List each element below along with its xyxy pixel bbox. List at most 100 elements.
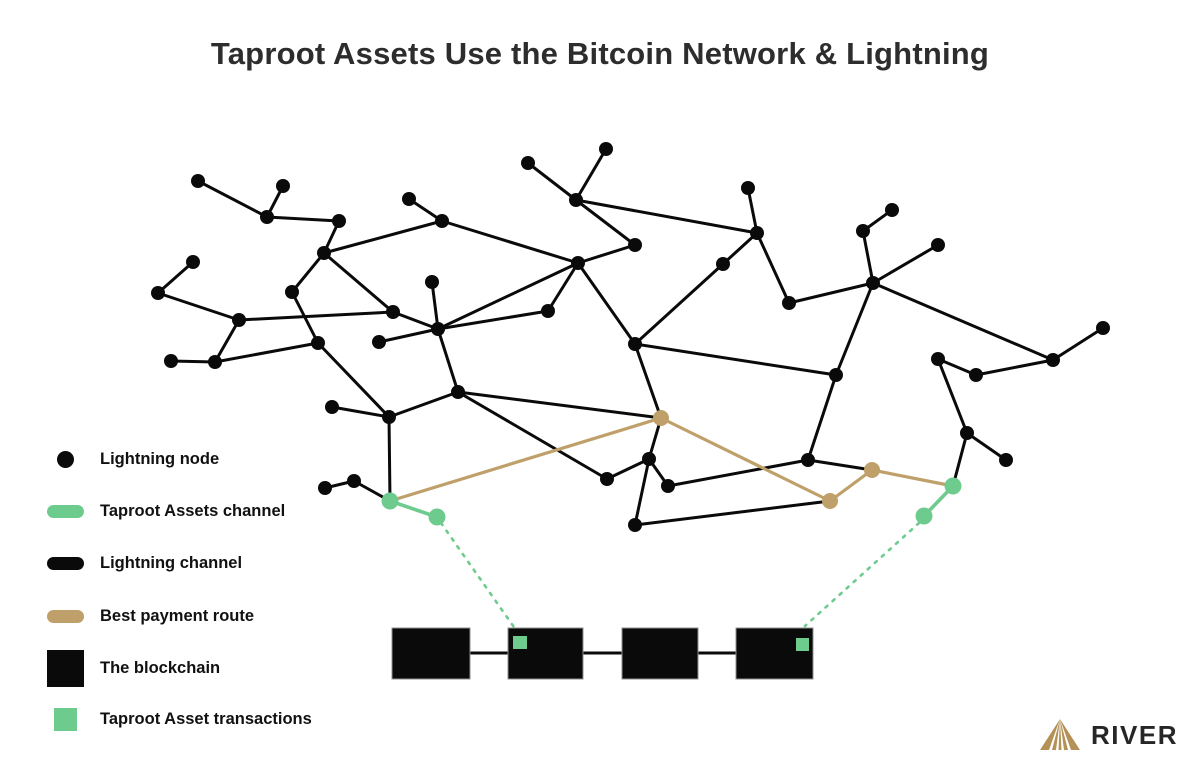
taproot-dashed-link xyxy=(803,521,921,628)
lightning-channel-edge xyxy=(755,231,791,305)
lightning-node xyxy=(402,192,416,206)
lightning-node xyxy=(332,214,346,228)
legend-swatch-bar xyxy=(47,609,84,623)
legend-label: Lightning node xyxy=(100,449,220,468)
lightning-node xyxy=(866,276,880,290)
lightning-channel-edge xyxy=(456,390,663,420)
lightning-channel-edge xyxy=(574,198,637,247)
river-mountain-icon xyxy=(1040,719,1081,750)
lightning-node xyxy=(208,355,222,369)
lightning-channel-edge xyxy=(936,357,969,435)
taproot-transaction-square xyxy=(796,638,809,651)
lightning-node xyxy=(431,322,445,336)
lightning-node xyxy=(960,426,974,440)
lightning-channel-edge xyxy=(156,291,241,322)
lightning-channel-edge xyxy=(633,342,663,420)
lightning-node xyxy=(382,410,396,424)
lightning-channel-edge xyxy=(456,390,609,481)
legend-swatch-smallsquare xyxy=(47,707,84,731)
legend-swatch-bar xyxy=(47,556,84,570)
lightning-node xyxy=(569,193,583,207)
river-logo-text: RIVER xyxy=(1091,719,1178,750)
legend-label: Taproot Asset transactions xyxy=(100,709,312,728)
lightning-channel-edge xyxy=(440,219,580,265)
legend-item: The blockchain xyxy=(47,648,220,688)
lightning-channel-edge xyxy=(974,358,1055,377)
route-node xyxy=(822,493,838,509)
blockchain-block xyxy=(735,627,814,680)
lightning-node xyxy=(856,224,870,238)
lightning-channel-edge xyxy=(576,243,637,265)
lightning-node xyxy=(191,174,205,188)
lightning-node xyxy=(661,479,675,493)
legend-swatch-shape xyxy=(47,556,84,570)
lightning-node xyxy=(642,452,656,466)
legend-label: The blockchain xyxy=(100,658,221,677)
lightning-channel-edge xyxy=(666,458,810,488)
lightning-node xyxy=(829,368,843,382)
lightning-node xyxy=(782,296,796,310)
lightning-node xyxy=(311,336,325,350)
lightning-node xyxy=(260,210,274,224)
route-channel-edge xyxy=(870,468,955,488)
lightning-channel-edge xyxy=(746,186,759,235)
lightning-node xyxy=(969,368,983,382)
legend-label: Best payment route xyxy=(100,606,255,625)
lightning-node xyxy=(541,304,555,318)
lightning-channel-edge xyxy=(574,198,759,235)
lightning-node xyxy=(186,255,200,269)
route-channel-edge xyxy=(388,416,663,503)
blockchain-block xyxy=(507,627,584,680)
lightning-channel-edge xyxy=(806,458,874,472)
lightning-node xyxy=(276,179,290,193)
lightning-node xyxy=(451,385,465,399)
route-node xyxy=(864,462,880,478)
legend-swatch-bigsquare xyxy=(47,649,84,687)
blockchain-block xyxy=(391,627,471,680)
lightning-node xyxy=(716,257,730,271)
lightning-node xyxy=(372,335,386,349)
lightning-channel-edge xyxy=(787,281,875,305)
legend-swatch-shape xyxy=(47,504,84,518)
lightning-node xyxy=(435,214,449,228)
taproot-node xyxy=(381,492,399,510)
lightning-node xyxy=(628,238,642,252)
lightning-node xyxy=(801,453,815,467)
lightning-channel-edge xyxy=(436,327,460,394)
legend-swatch-circle xyxy=(47,450,84,468)
lightning-channel-edge xyxy=(1051,326,1105,362)
legend-item: Taproot Assets channel xyxy=(47,491,285,531)
lightning-node xyxy=(521,156,535,170)
lightning-node xyxy=(347,474,361,488)
lightning-node xyxy=(386,305,400,319)
lightning-node xyxy=(999,453,1013,467)
lightning-node xyxy=(628,518,642,532)
lightning-node xyxy=(151,286,165,300)
legend-item: Taproot Asset transactions xyxy=(47,699,312,739)
lightning-channel-edge xyxy=(576,261,637,346)
taproot-transaction-square xyxy=(513,636,527,649)
lightning-node xyxy=(425,275,439,289)
lightning-channel-edge xyxy=(633,342,838,377)
lightning-channel-edge xyxy=(605,457,651,481)
lightning-channel-edge xyxy=(633,262,725,346)
lightning-node xyxy=(931,238,945,252)
legend-item: Best payment route xyxy=(47,596,254,636)
lightning-node xyxy=(741,181,755,195)
lightning-channel-edge xyxy=(265,215,341,223)
lightning-channel-edge xyxy=(574,147,608,202)
lightning-node xyxy=(164,354,178,368)
lightning-node xyxy=(628,337,642,351)
lightning-channel-edge xyxy=(951,431,969,488)
legend-label: Lightning channel xyxy=(100,553,243,572)
lightning-channel-edge xyxy=(387,415,392,503)
lightning-channel-edge xyxy=(391,310,440,331)
taproot-node xyxy=(428,508,446,526)
lightning-channel-edge xyxy=(330,405,391,419)
taproot-node xyxy=(944,477,962,495)
lightning-channel-edge xyxy=(316,341,391,419)
legend-swatch-shape xyxy=(47,649,84,687)
lightning-channel-edge xyxy=(633,457,651,527)
route-channel-edge xyxy=(659,416,832,503)
lightning-channel-edge xyxy=(806,373,838,462)
